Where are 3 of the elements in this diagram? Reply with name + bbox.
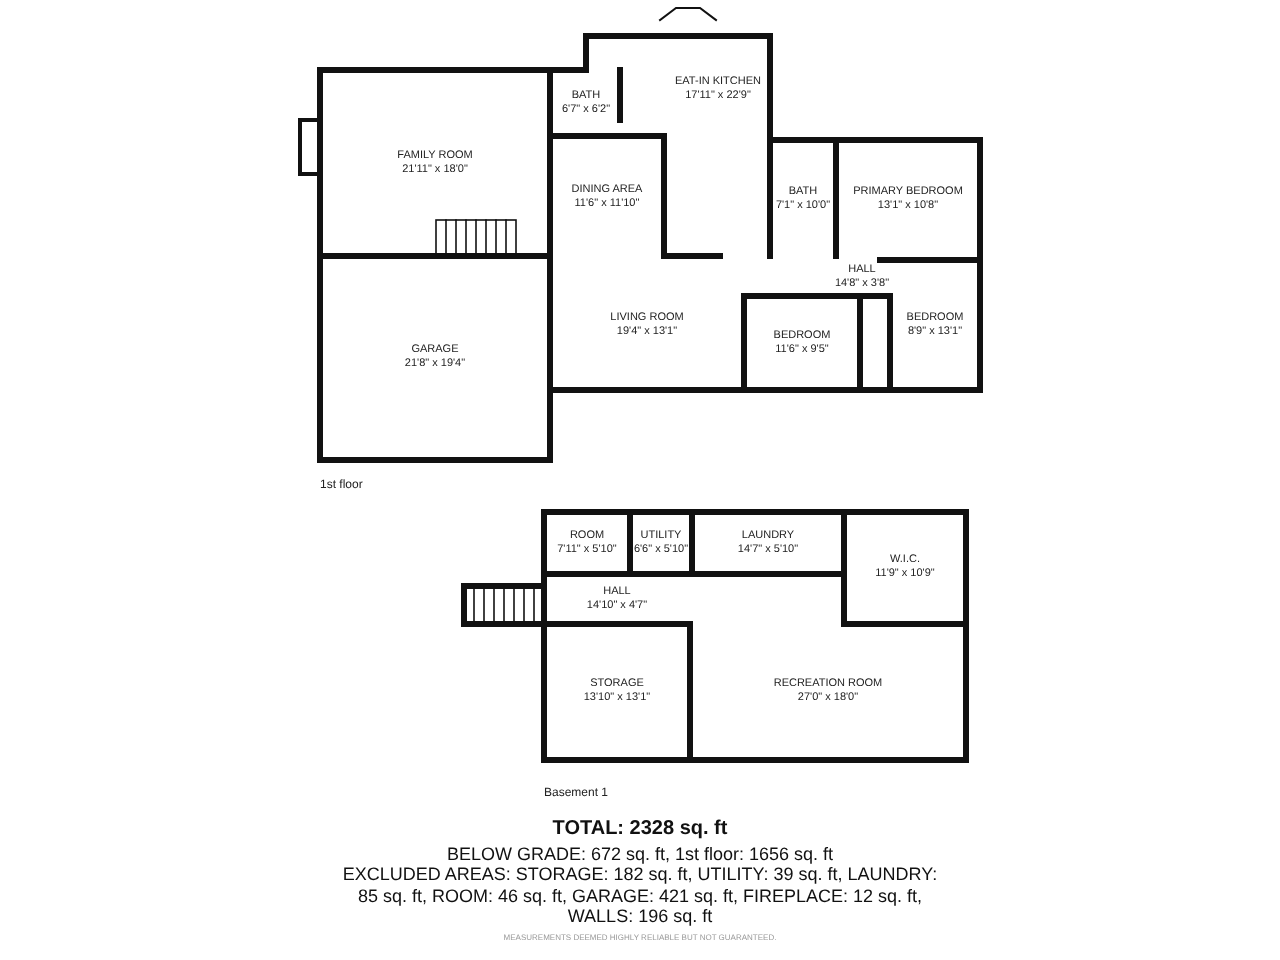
area-summary: BELOW GRADE: 672 sq. ft, 1st floor: 1656 sq. ft: [444, 844, 836, 865]
area-summary: EXCLUDED AREAS: STORAGE: 182 sq. ft, UTILITY: 39 sq. ft, LAUNDRY: 85 sq. ft, ROOM: 46 sq. ft, GARAGE: 421 sq. ft, FIREPLACE: 12 sq. ft, WALLS: 196 sq. ft: [340, 864, 940, 927]
total-area-heading: TOTAL: 2328 sq. ft: [550, 820, 730, 841]
